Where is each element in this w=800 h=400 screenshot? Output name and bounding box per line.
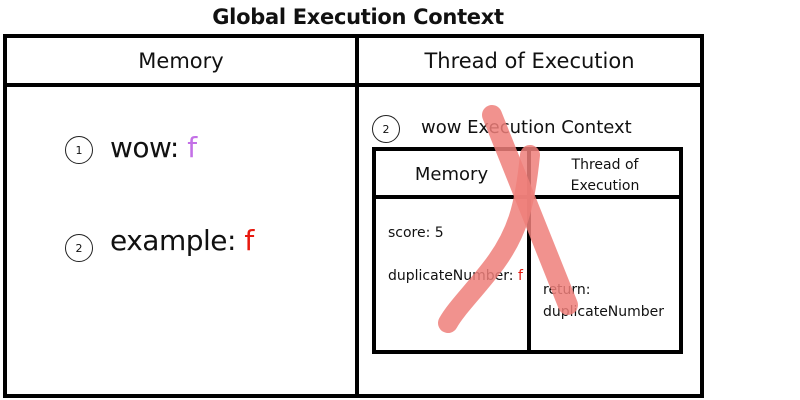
cross-stroke (438, 145, 540, 333)
local-context-title: wow Execution Context (421, 117, 632, 138)
global-thread-header: Thread of Execution (424, 49, 635, 73)
cross-out-mark (438, 105, 578, 333)
function-value: f (517, 268, 523, 284)
global-memory-header: Memory (138, 49, 224, 73)
header-divider (3, 83, 704, 87)
memory-entry-wow: wow: f (110, 131, 197, 164)
function-value: f (244, 224, 254, 257)
local-memory-entry-score: score: 5 (388, 225, 444, 241)
local-thread-header: Thread of Execution (531, 155, 679, 197)
local-memory-header: Memory (414, 164, 489, 185)
diagram-title: Global Execution Context (212, 5, 504, 29)
global-context-table (3, 34, 704, 398)
thread-header-line: Execution (570, 178, 640, 194)
step-badge: 2 (372, 115, 400, 143)
function-value: f (187, 131, 197, 164)
step-badge: 2 (65, 234, 93, 262)
memory-entry-name: example: (110, 224, 236, 257)
local-column-divider (527, 147, 531, 354)
memory-entry-name: wow: (110, 131, 179, 164)
column-divider (355, 34, 359, 398)
thread-header-line: Thread of (571, 157, 639, 173)
step-badge: 1 (65, 136, 93, 164)
memory-entry-example: example: f (110, 224, 254, 257)
